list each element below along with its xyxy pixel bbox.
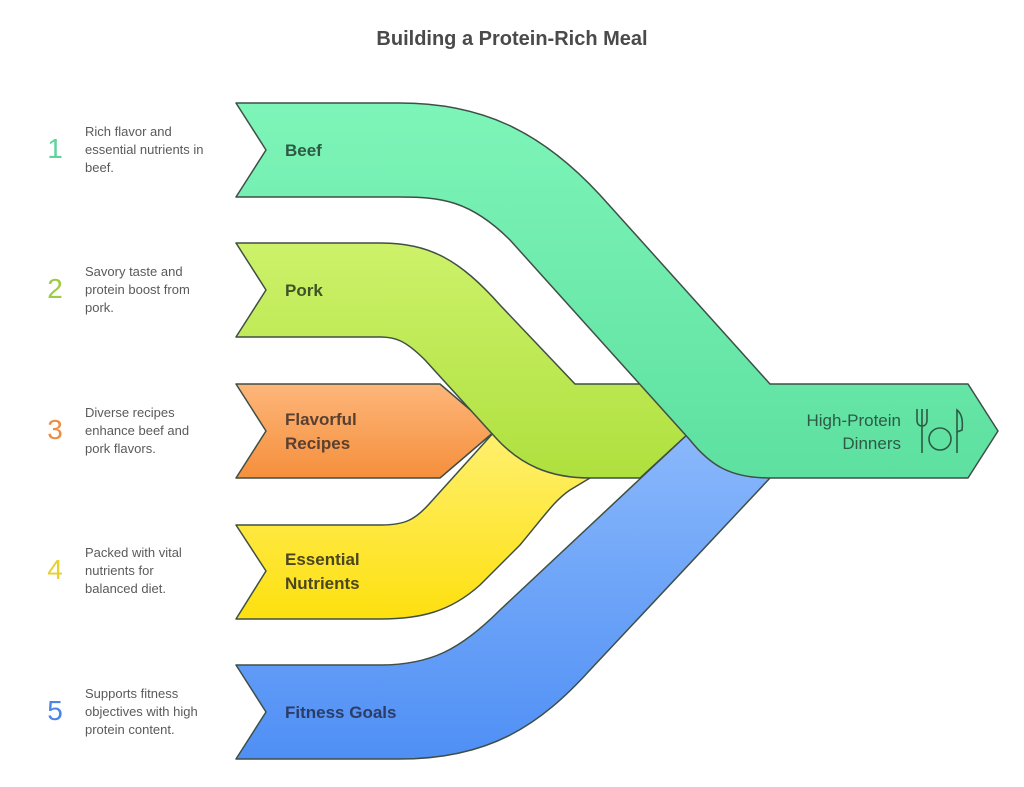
stream-label: Beef	[285, 141, 322, 160]
stream-label-line: Nutrients	[285, 574, 360, 593]
step-description-line: essential nutrients in	[85, 142, 204, 157]
stream-label-line: Recipes	[285, 434, 350, 453]
stream-fitness-goals	[235, 431, 771, 760]
step-description-line: Packed with vital	[85, 545, 182, 560]
stream-essential-nutrients	[235, 430, 591, 620]
step-description-line: balanced diet.	[85, 581, 166, 596]
step-number: 4	[47, 554, 63, 585]
step-description-line: objectives with high	[85, 704, 198, 719]
step-description-line: Diverse recipes	[85, 405, 175, 420]
stream-label-line: Pork	[285, 281, 323, 300]
step-description-line: nutrients for	[85, 563, 154, 578]
step-description-line: pork flavors.	[85, 441, 156, 456]
step-description-line: Savory taste and	[85, 264, 183, 279]
stream-label-line: Flavorful	[285, 410, 357, 429]
stream-label: Fitness Goals	[285, 703, 396, 722]
step-number: 1	[47, 133, 63, 164]
step-description: Supports fitness objectives with high prot…	[85, 685, 235, 739]
step-description-line: Rich flavor and	[85, 124, 172, 139]
stream-beef	[235, 102, 999, 479]
stream-label-line: Fitness Goals	[285, 703, 396, 722]
step-description-line: Supports fitness	[85, 686, 179, 701]
stream-label-line: Essential	[285, 550, 360, 569]
step-description-line: beef.	[85, 160, 114, 175]
step-description-line: enhance beef and	[85, 423, 190, 438]
step-description: Savory taste and protein boost from pork.	[85, 263, 235, 317]
step-description-line: protein boost from	[85, 282, 190, 297]
step-description: Diverse recipes enhance beef and pork flav…	[85, 404, 235, 458]
output-label-line: High-Protein	[807, 411, 902, 430]
fork-plate-knife-icon	[916, 408, 964, 453]
step-number: 2	[47, 273, 63, 304]
stream-label: Pork	[285, 281, 323, 300]
stream-pork	[235, 242, 691, 479]
stream-label-line: Beef	[285, 141, 322, 160]
step-description-line: pork.	[85, 300, 114, 315]
step-number: 5	[47, 695, 63, 726]
diagram-title: Building a Protein-Rich Meal	[376, 28, 648, 50]
step-description: Packed with vital nutrients for balanced d…	[85, 544, 235, 598]
step-description: Rich flavor and essential nutrients in bee…	[85, 123, 235, 177]
step-description-line: protein content.	[85, 722, 175, 737]
step-number: 3	[47, 414, 63, 445]
output-label-line: Dinners	[842, 434, 901, 453]
stream-flavorful-recipes	[235, 383, 496, 479]
